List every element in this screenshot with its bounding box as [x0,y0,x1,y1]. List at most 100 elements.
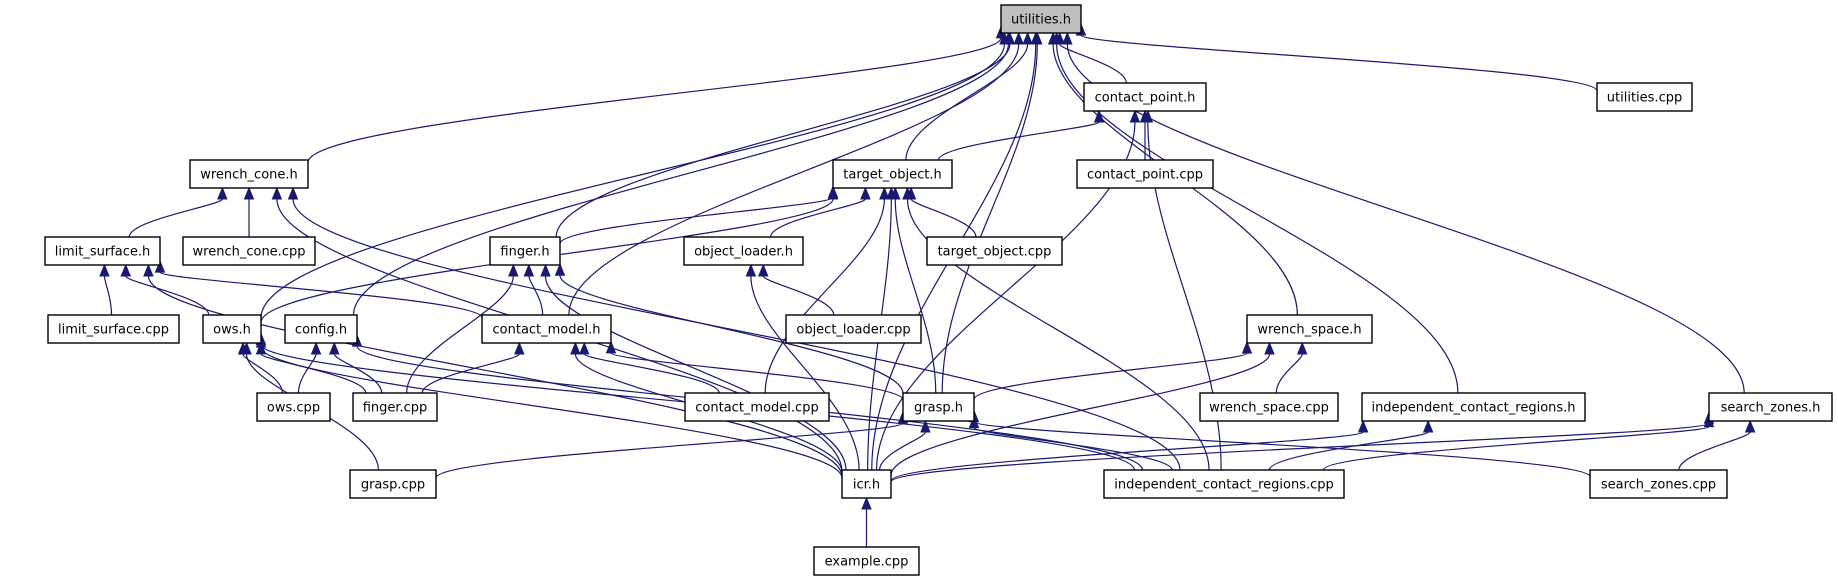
node-box[interactable] [202,314,262,344]
node-box[interactable] [684,392,830,422]
node-limit-surface-h[interactable]: limit_surface.h [44,236,161,266]
edge-line [260,346,843,479]
arrowhead-icon [605,340,617,354]
node-box[interactable] [1199,392,1339,422]
node-contact-point-h[interactable]: contact_point.h [1083,82,1207,112]
node-box[interactable] [352,392,438,422]
arrowhead-icon [1296,341,1308,355]
node-contact-model-h[interactable]: contact_model.h [481,314,612,344]
arrowhead-icon [271,186,283,200]
edge-line [906,198,1210,471]
edge-line [973,352,1248,400]
node-box[interactable] [1708,392,1833,422]
edge-independent-contact-regions-h-to-utilities-h [1051,31,1459,394]
node-box[interactable] [1076,159,1214,189]
arrowhead-icon [217,186,228,200]
node-label: wrench_cone.cpp [193,245,306,260]
nodes-layer: utilities.h contact_point.h utilities.cpp w… [44,4,1833,576]
node-box[interactable] [813,546,920,576]
node-search-zones-h[interactable]: search_zones.h [1708,392,1833,422]
node-label: utilities.cpp [1607,91,1682,106]
edge-line [435,422,904,479]
node-box[interactable] [902,392,975,422]
node-box[interactable] [832,159,953,189]
node-box[interactable] [1083,82,1207,112]
node-config-h[interactable]: config.h [284,314,358,344]
node-utilities-h[interactable]: utilities.h [1000,4,1082,34]
node-wrench-space-cpp[interactable]: wrench_space.cpp [1199,392,1339,422]
node-icr-h[interactable]: icr.h [841,469,892,499]
node-box[interactable] [44,236,161,266]
node-box[interactable] [1103,469,1345,499]
node-finger-h[interactable]: finger.h [489,236,561,266]
node-box[interactable] [1246,314,1373,344]
node-box[interactable] [785,314,922,344]
arrowhead-icon [514,341,525,355]
node-box[interactable] [256,392,331,422]
node-search-zones-cpp[interactable]: search_zones.cpp [1589,469,1728,499]
node-box[interactable] [481,314,612,344]
node-independent-contact-regions-cpp[interactable]: independent_contact_regions.cpp [1103,469,1345,499]
node-object-loader-cpp[interactable]: object_loader.cpp [785,314,922,344]
edges-layer [99,22,1756,547]
edge-line [750,275,860,471]
node-ows-cpp[interactable]: ows.cpp [256,392,331,422]
arrowhead-icon [241,341,252,355]
node-label: ows.h [213,323,251,338]
edge-ows-cpp-to-config-h [297,341,322,394]
edge-target-object-h-to-utilities-h [905,31,1033,161]
edge-icr-h-to-limit-surface-h [143,263,843,477]
edge-grasp-h-to-target-object-h [890,186,937,394]
node-example-cpp[interactable]: example.cpp [813,546,920,576]
node-label: contact_model.h [493,323,601,338]
arrowhead-icon [1129,109,1141,123]
edge-line [1322,426,1710,471]
edge-wrench-space-cpp-to-wrench-space-h [1275,341,1308,394]
arrowhead-icon [1030,31,1041,45]
node-box[interactable] [926,236,1063,266]
arrowhead-icon [143,263,154,277]
node-wrench-cone-cpp[interactable]: wrench_cone.cpp [182,236,316,266]
node-label: limit_surface.h [55,245,151,260]
node-wrench-cone-h[interactable]: wrench_cone.h [189,159,309,189]
edge-line [352,43,1010,316]
edge-line [1080,34,1598,92]
node-object-loader-h[interactable]: object_loader.h [683,236,804,266]
node-grasp-cpp[interactable]: grasp.cpp [349,469,437,499]
node-target-object-cpp[interactable]: target_object.cpp [926,236,1063,266]
node-wrench-space-h[interactable]: wrench_space.h [1246,314,1373,344]
node-contact-model-cpp[interactable]: contact_model.cpp [684,392,830,422]
node-target-object-h[interactable]: target_object.h [832,159,953,189]
node-finger-cpp[interactable]: finger.cpp [352,392,438,422]
edge-icr-h-to-independent-contact-regions-h [890,419,1369,482]
node-ows-h[interactable]: ows.h [202,314,262,344]
node-box[interactable] [841,469,892,499]
node-box[interactable] [1361,392,1586,422]
node-box[interactable] [189,159,309,189]
node-box[interactable] [349,469,437,499]
node-box[interactable] [1596,82,1693,112]
arrowhead-icon [827,185,839,198]
node-box[interactable] [284,314,358,344]
node-contact-point-cpp[interactable]: contact_point.cpp [1076,159,1214,189]
node-label: finger.cpp [363,401,428,416]
edge-object-loader-h-to-target-object-h [769,186,871,238]
node-independent-contact-regions-h[interactable]: independent_contact_regions.h [1361,392,1586,422]
node-grasp-h[interactable]: grasp.h [902,392,975,422]
node-label: ows.cpp [267,401,320,416]
edge-grasp-h-to-finger-h [554,262,904,394]
edge-finger-cpp-to-contact-model-h [421,341,525,394]
node-box[interactable] [47,314,180,344]
edge-icr-h-to-wrench-space-h [890,341,1275,476]
edge-finger-cpp-to-config-h [329,341,383,394]
node-box[interactable] [1000,4,1082,34]
node-box[interactable] [182,236,316,266]
edge-example-cpp-to-icr-h [861,496,872,547]
node-box[interactable] [683,236,804,266]
node-box[interactable] [1589,469,1728,499]
node-box[interactable] [489,236,561,266]
edge-line [878,431,927,471]
node-limit-surface-cpp[interactable]: limit_surface.cpp [47,314,180,344]
node-utilities-cpp[interactable]: utilities.cpp [1596,82,1693,112]
